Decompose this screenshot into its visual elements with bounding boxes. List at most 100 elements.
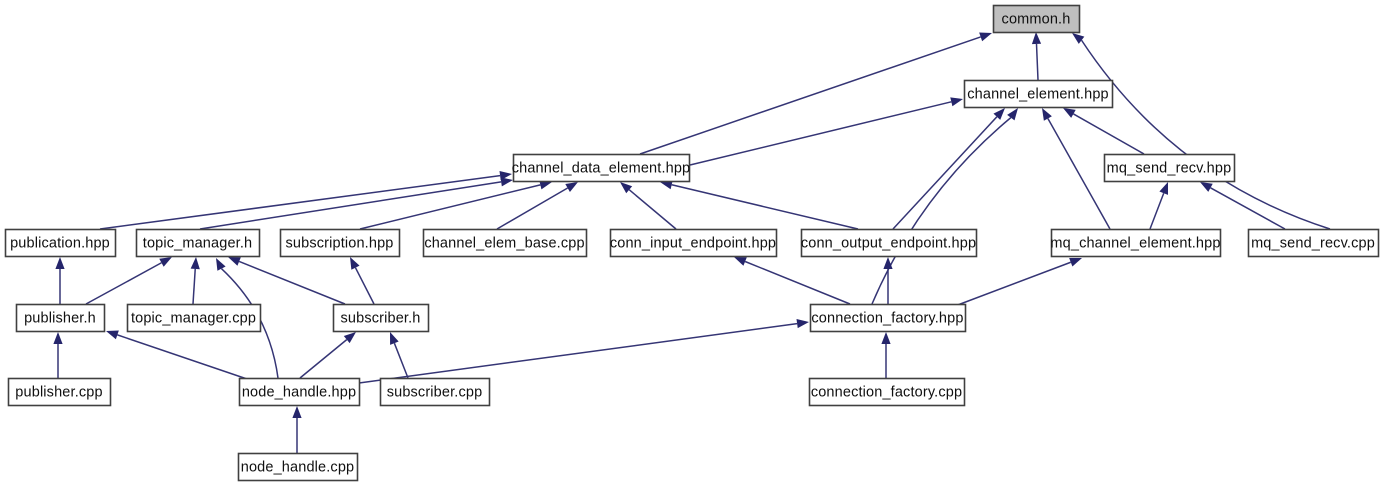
edge-arrowhead [1069, 257, 1082, 267]
graph-edge [228, 257, 346, 305]
edge-arrowhead [55, 257, 65, 269]
edge-arrowhead [106, 330, 119, 340]
node-label: subscription.hpp [286, 235, 394, 251]
graph-node-mq_send_recv_hpp[interactable]: mq_send_recv.hpp [1103, 153, 1236, 183]
node-box[interactable] [963, 79, 1114, 109]
graph-node-topic_manager_cpp[interactable]: topic_manager.cpp [126, 303, 262, 333]
node-box[interactable] [512, 153, 691, 183]
edge-line [954, 261, 1072, 307]
node-box[interactable] [4, 228, 117, 258]
edge-arrowhead [159, 257, 172, 267]
node-box[interactable] [422, 228, 588, 258]
node-label: conn_output_endpoint.hpp [801, 235, 976, 251]
graph-edges [53, 32, 1331, 453]
graph-node-publisher_cpp[interactable]: publisher.cpp [7, 377, 112, 407]
edge-arrowhead [500, 177, 513, 187]
node-label: subscriber.cpp [387, 384, 483, 400]
graph-node-mq_send_recv_cpp[interactable]: mq_send_recv.cpp [1247, 228, 1380, 258]
graph-node-channel_element_hpp[interactable]: channel_element.hpp [963, 79, 1114, 109]
graph-edge [390, 332, 409, 379]
edge-arrowhead [1072, 33, 1085, 44]
graph-edge [1072, 33, 1331, 230]
graph-node-conn_output_endpoint_hpp[interactable]: conn_output_endpoint.hpp [800, 228, 978, 258]
graph-node-node_handle_cpp[interactable]: node_handle.cpp [237, 452, 359, 482]
node-box[interactable] [238, 377, 361, 407]
node-label: channel_data_element.hpp [512, 160, 691, 176]
edge-arrowhead [620, 182, 633, 194]
edge-line [689, 101, 952, 166]
graph-edge [1042, 108, 1111, 230]
edge-line [1073, 113, 1145, 155]
edge-line [639, 36, 981, 155]
node-label: mq_send_recv.hpp [1107, 160, 1232, 176]
graph-edge [734, 257, 851, 305]
node-box[interactable] [15, 303, 106, 333]
graph-edge [292, 406, 302, 453]
edge-line [1149, 192, 1165, 230]
edge-line [1080, 39, 1331, 230]
edge-line [892, 116, 998, 230]
graph-node-subscriber_h[interactable]: subscriber.h [332, 303, 430, 333]
graph-edge [871, 108, 1018, 305]
edge-arrowhead [292, 406, 302, 418]
edge-line [1035, 43, 1039, 81]
node-label: topic_manager.h [143, 235, 252, 251]
graph-node-publisher_h[interactable]: publisher.h [15, 303, 106, 333]
graph-node-topic_manager_h[interactable]: topic_manager.h [135, 228, 261, 258]
edge-arrowhead [539, 180, 552, 190]
node-box[interactable] [1247, 228, 1380, 258]
graph-edge [85, 257, 172, 305]
graph-edge [106, 330, 251, 381]
node-box[interactable] [808, 377, 966, 407]
graph-node-mq_channel_element_hpp[interactable]: mq_channel_element.hpp [1050, 228, 1222, 258]
edge-line [358, 322, 798, 384]
graph-edge [190, 257, 200, 305]
edge-line [628, 189, 677, 230]
node-box[interactable] [332, 303, 430, 333]
graph-node-connection_factory_cpp[interactable]: connection_factory.cpp [808, 377, 966, 407]
node-box[interactable] [126, 303, 262, 333]
node-box[interactable] [809, 303, 967, 333]
graph-edge [359, 180, 552, 230]
node-box[interactable] [1103, 153, 1236, 183]
edge-line [1210, 187, 1286, 230]
graph-node-conn_input_endpoint_hpp[interactable]: conn_input_endpoint.hpp [609, 228, 778, 258]
edge-arrowhead [883, 257, 893, 269]
edge-arrowhead [1007, 108, 1018, 121]
graph-edge [1031, 32, 1042, 81]
node-box[interactable] [7, 377, 112, 407]
graph-edge [358, 319, 809, 384]
graph-node-node_handle_hpp[interactable]: node_handle.hpp [238, 377, 361, 407]
edge-line [1047, 118, 1111, 230]
node-box[interactable] [609, 228, 778, 258]
node-label: channel_element.hpp [967, 86, 1109, 102]
graph-node-channel_elem_base_cpp[interactable]: channel_elem_base.cpp [422, 228, 588, 258]
node-label: common.h [1002, 11, 1071, 27]
graph-node-publication_hpp[interactable]: publication.hpp [4, 228, 117, 258]
graph-node-connection_factory_hpp[interactable]: connection_factory.hpp [809, 303, 967, 333]
node-box[interactable] [379, 377, 491, 407]
edge-arrowhead [993, 108, 1005, 120]
node-label: mq_channel_element.hpp [1050, 235, 1220, 251]
edge-arrowhead [1042, 108, 1052, 121]
graph-edge [954, 257, 1082, 307]
node-box[interactable] [135, 228, 261, 258]
node-box[interactable] [237, 452, 359, 482]
graph-node-subscription_hpp[interactable]: subscription.hpp [279, 228, 401, 258]
graph-edge [660, 180, 859, 230]
node-box[interactable] [800, 228, 978, 258]
graph-node-common_h[interactable]: common.h [992, 4, 1081, 34]
edge-arrowhead [1031, 32, 1042, 45]
node-label: publication.hpp [10, 235, 110, 251]
edge-arrowhead [660, 180, 673, 190]
graph-edge [689, 97, 963, 166]
node-box[interactable] [1050, 228, 1222, 258]
edge-line [354, 267, 375, 305]
graph-node-channel_data_element_hpp[interactable]: channel_data_element.hpp [512, 153, 691, 183]
graph-node-subscriber_cpp[interactable]: subscriber.cpp [379, 377, 491, 407]
graph-edge [1149, 182, 1169, 230]
node-box[interactable] [279, 228, 401, 258]
edge-arrowhead [979, 32, 992, 42]
node-box[interactable] [992, 4, 1081, 34]
graph-edge [1063, 108, 1145, 155]
